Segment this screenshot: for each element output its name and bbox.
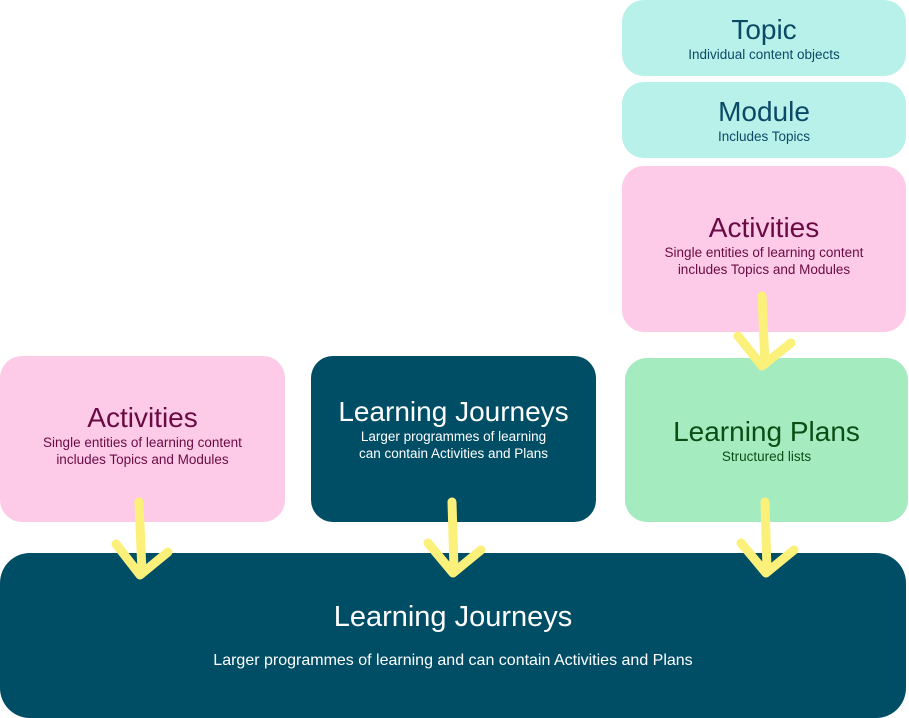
module-title: Module <box>718 95 810 127</box>
topic-box: Topic Individual content objects <box>622 0 906 76</box>
learning-journeys-box-bottom: Learning Journeys Larger programmes of l… <box>0 553 906 718</box>
module-subtitle: Includes Topics <box>717 128 811 144</box>
activities-right-subtitle: Single entities of learning content incl… <box>664 245 864 277</box>
learning-journeys-box-middle: Learning Journeys Larger programmes of l… <box>311 356 596 522</box>
activities-box-right: Activities Single entities of learning c… <box>622 166 906 332</box>
learning-journeys-middle-subtitle: Larger programmes of learning can contai… <box>358 429 549 461</box>
learning-journeys-bottom-subtitle: Larger programmes of learning and can co… <box>213 652 693 669</box>
activities-box-left: Activities Single entities of learning c… <box>0 356 285 522</box>
module-box: Module Includes Topics <box>622 82 906 158</box>
learning-plans-subtitle: Structured lists <box>721 448 812 464</box>
activities-left-title: Activities <box>87 402 198 433</box>
topic-title: Topic <box>731 13 797 45</box>
learning-journeys-middle-title: Learning Journeys <box>338 396 569 427</box>
learning-journeys-bottom-title: Learning Journeys <box>333 601 573 633</box>
topic-subtitle: Individual content objects <box>688 46 840 62</box>
activities-left-subtitle: Single entities of learning content incl… <box>43 435 242 467</box>
activities-right-title: Activities <box>708 212 820 243</box>
learning-plans-title: Learning Plans <box>673 415 860 447</box>
learning-plans-box: Learning Plans Structured lists <box>625 358 908 522</box>
